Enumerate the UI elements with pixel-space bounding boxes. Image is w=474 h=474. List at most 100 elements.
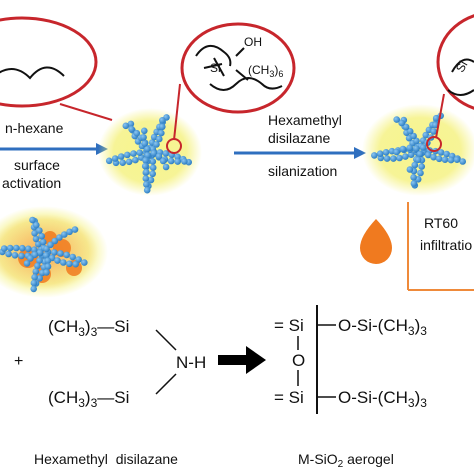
silica-bead (61, 231, 68, 238)
silica-bead (69, 253, 76, 261)
silica-bead (39, 238, 47, 246)
silica-bead (31, 273, 38, 281)
silica-bead (31, 246, 38, 253)
silica-bead (410, 180, 418, 187)
silica-bead (430, 153, 437, 161)
silica-bead (402, 123, 410, 131)
silica-bead (54, 257, 61, 264)
silica-bead (130, 150, 137, 157)
silica-bead (36, 227, 43, 234)
silica-bead (413, 137, 420, 145)
silica-bead (25, 245, 32, 253)
silica-bead (18, 252, 25, 260)
silica-bead (159, 117, 166, 124)
nh-label: N-H (176, 353, 206, 372)
silanol-oh: OH (244, 35, 262, 49)
silica-bead (162, 163, 170, 171)
silica-bead (36, 275, 43, 282)
silica-bead (149, 164, 157, 171)
silica-bead (132, 156, 139, 164)
silica-bead (419, 144, 427, 151)
reaction-arrow-shaft (218, 355, 248, 365)
silica-bead (422, 131, 430, 139)
bond-si-n-top (155, 329, 177, 351)
silica-bead (181, 158, 188, 165)
silica-bead (34, 262, 41, 270)
silica-bead (117, 153, 125, 160)
silica-bead (27, 255, 34, 262)
silica-bead (432, 114, 440, 122)
silica-bead (155, 153, 163, 160)
silica-bead (140, 134, 147, 141)
product-right-top: O-Si-(CH3)3 (338, 316, 427, 338)
silica-bead (122, 122, 130, 130)
silica-bead (417, 169, 424, 177)
silica-bead (406, 166, 414, 173)
product-si-top: = Si (274, 316, 304, 335)
silica-bead (60, 259, 67, 266)
product-o-mid: O (292, 351, 305, 370)
silica-bead (150, 133, 158, 141)
silica-bead (63, 251, 70, 259)
silica-bead (382, 149, 390, 156)
silica-bead (441, 156, 449, 163)
silica-bead (149, 170, 156, 178)
step2-label: silanization (268, 163, 337, 179)
silica-bead (143, 181, 150, 188)
silica-bead (6, 244, 14, 252)
silica-bead (51, 249, 58, 256)
silica-bead (11, 252, 19, 259)
silica-bead (66, 228, 73, 236)
step1-label-line1: surface (14, 157, 60, 173)
silica-bead (411, 161, 419, 169)
silica-bead (38, 232, 45, 240)
silica-bead (42, 252, 50, 259)
silica-bead (447, 156, 455, 164)
silica-bead (416, 150, 424, 158)
silica-bead (402, 153, 409, 160)
silica-bead (119, 159, 126, 166)
reaction-arrow-head (246, 346, 266, 374)
silica-bead (153, 141, 160, 148)
silica-bead (150, 149, 158, 157)
silica-bead (435, 155, 443, 163)
silica-bead (43, 245, 50, 253)
silica-bead (19, 244, 26, 252)
product-si-bottom: = Si (274, 388, 304, 407)
hmds-group-top: (CH3)3—Si (48, 317, 129, 339)
silica-bead (398, 119, 406, 127)
silica-bead (149, 158, 157, 165)
hmds-group-bottom: (CH3)3—Si (48, 388, 129, 410)
silica-bead (31, 229, 38, 237)
silica-bead (407, 151, 415, 158)
silica-bead (29, 216, 36, 224)
silica-bead (406, 144, 414, 152)
silica-bead (143, 186, 151, 194)
silica-aggregate-activated (98, 108, 202, 196)
hexyl-chain-label: (CH3)6 (248, 63, 283, 79)
silica-bead (32, 235, 40, 243)
zoom-ellipse-left (0, 16, 113, 121)
silica-bead (371, 152, 378, 159)
silica-bead (167, 157, 175, 165)
silica-bead (105, 157, 113, 165)
product-right-bottom: O-Si-(CH3)3 (338, 388, 427, 410)
step1-label-line2: activation (2, 175, 61, 191)
zoom-ellipse-middle: Si OH (CH3)6 (173, 22, 296, 141)
silica-bead (143, 168, 150, 176)
silica-bead (71, 226, 79, 233)
silica-bead (111, 155, 119, 162)
zoom-ellipse-right: Si (435, 14, 474, 139)
silica-bead (141, 127, 148, 135)
reagent-label-line2: disilazane (268, 130, 330, 146)
silica-bead (147, 176, 155, 184)
silica-bead (459, 158, 467, 165)
silica-bead (141, 140, 148, 147)
silica-bead (399, 145, 407, 153)
silica-bead (443, 150, 451, 158)
silica-bead (30, 279, 38, 287)
rt-label-line1: RT60 (424, 215, 458, 231)
silica-bead (56, 234, 63, 241)
bond-si-n-bottom (155, 373, 177, 395)
rt-label-line2: infiltratio (420, 237, 472, 253)
